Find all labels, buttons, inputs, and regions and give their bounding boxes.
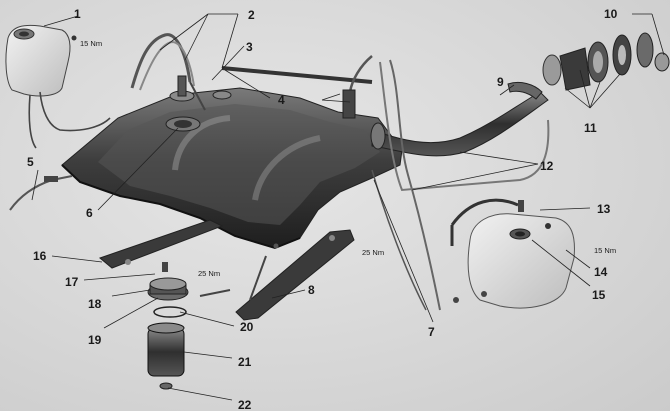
label-2: 2: [248, 8, 255, 22]
vent-lines: [130, 33, 206, 111]
label-7: 7: [428, 325, 435, 339]
fuel-sender-unit: [169, 75, 195, 102]
filler-cap-assembly: [542, 32, 670, 91]
label-21: 21: [238, 355, 252, 369]
misc-fittings: [9, 175, 487, 303]
torque-mount: 25 Nm: [362, 248, 384, 257]
torque-labels: 15 Nm 15 Nm 25 Nm 25 Nm: [80, 39, 616, 278]
right-reservoir: [467, 200, 575, 309]
label-1: 1: [74, 7, 81, 21]
label-13: 13: [597, 202, 611, 216]
label-10: 10: [604, 7, 618, 21]
fuel-pump-filter-assembly: [147, 262, 189, 390]
label-16: 16: [33, 249, 47, 263]
label-8: 8: [308, 283, 315, 297]
label-3: 3: [246, 40, 253, 54]
label-20: 20: [240, 320, 254, 334]
label-15: 15: [592, 288, 606, 302]
tank-straps: [98, 219, 355, 321]
label-6: 6: [86, 206, 93, 220]
filler-neck-pipe: [370, 81, 549, 157]
torque-reservoir: 15 Nm: [80, 39, 102, 48]
part-number-labels: 1 2 3 4 5 6 7 8 9 10 11 12 13 14 15 16 1…: [27, 7, 618, 411]
label-19: 19: [88, 333, 102, 347]
label-14: 14: [594, 265, 608, 279]
label-11: 11: [584, 121, 597, 135]
label-9: 9: [497, 75, 504, 89]
tank-vent-rod: [221, 55, 373, 119]
leader-lines: [31, 13, 665, 401]
torque-right-reservoir: 15 Nm: [594, 246, 616, 255]
torque-strap: 25 Nm: [198, 269, 220, 278]
label-18: 18: [88, 297, 102, 311]
fuel-tank: [61, 87, 403, 250]
label-22: 22: [238, 398, 252, 411]
label-12: 12: [540, 159, 554, 173]
fuel-lines: [371, 59, 550, 311]
expansion-reservoir: [5, 24, 111, 149]
label-17: 17: [65, 275, 79, 289]
label-4: 4: [278, 93, 285, 107]
label-5: 5: [27, 155, 34, 169]
